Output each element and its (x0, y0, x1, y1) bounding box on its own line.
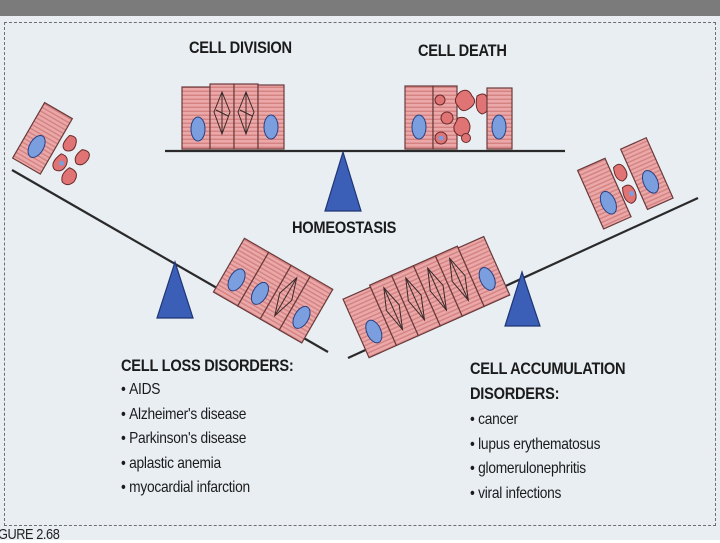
list-item: Parkinson's disease (121, 427, 250, 452)
left-dying-cells (11, 101, 90, 186)
top-balance (165, 83, 565, 212)
cell-death-label: CELL DEATH (418, 41, 507, 60)
slide-frame-border (4, 22, 716, 526)
right-balance (342, 136, 699, 360)
list-item: cancer (470, 408, 600, 433)
homeostasis-label: HOMEOSTASIS (292, 218, 397, 237)
cell-loss-list: AIDS Alzheimer's disease Parkinson's dis… (121, 378, 250, 501)
list-item: myocardial infarction (121, 476, 250, 501)
list-item: AIDS (121, 378, 250, 403)
right-dying-cells (576, 136, 674, 230)
right-dividing-cells (342, 235, 511, 359)
list-item: Alzheimer's disease (121, 403, 250, 428)
cell-loss-heading: CELL LOSS DISORDERS: (121, 356, 294, 375)
list-item: lupus erythematosus (470, 433, 600, 458)
dividing-cells (181, 83, 285, 150)
top-bar (0, 0, 720, 16)
cell-accumulation-heading-line1: CELL ACCUMULATION (470, 359, 626, 378)
cell-division-label: CELL DIVISION (189, 38, 292, 57)
list-item: aplastic anemia (121, 452, 250, 477)
list-item: viral infections (470, 482, 600, 507)
dying-cells (404, 85, 513, 150)
top-fulcrum (324, 149, 362, 212)
cell-accumulation-heading-line2: DISORDERS: (470, 384, 560, 403)
list-item: glomerulonephritis (470, 457, 600, 482)
left-fulcrum (156, 260, 194, 319)
cell-accumulation-list: cancer lupus erythematosus glomeruloneph… (470, 408, 600, 506)
right-fulcrum (504, 270, 541, 327)
figure-caption: GURE 2.68 (0, 526, 60, 543)
left-dividing-cells (212, 237, 334, 344)
left-balance (11, 101, 334, 353)
